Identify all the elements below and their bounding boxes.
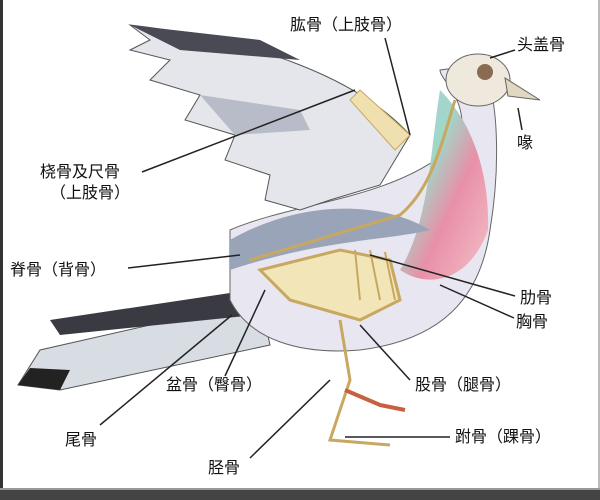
skeleton [249,99,457,447]
label-humerus: 肱骨（上肢骨） [290,15,403,34]
label-ribs: 肋骨 [520,288,553,307]
frame-border [0,0,3,500]
leader-sternum [439,284,515,319]
leader-tail [99,314,233,426]
label-femur: 股骨（腿骨） [415,375,512,394]
leader-lines [99,37,523,459]
leader-beak [517,107,523,131]
frame-border [598,0,600,500]
leader-pelvis [224,289,266,377]
label-tail: 尾骨 [65,430,98,449]
label-tarsus: 跗骨（踝骨） [455,427,552,446]
label-beak: 喙 [517,133,534,152]
label-radius-ulna: 桡骨及尺骨 [40,162,121,181]
leader-skull [489,49,516,59]
label-skull: 头盖骨 [517,35,566,54]
leader-ribs [369,254,516,297]
leader-tibia [249,379,331,459]
leader-femur [359,324,411,381]
leader-humerus [384,37,411,136]
wing [128,24,411,211]
label-tibia: 胫骨 [208,458,241,477]
label-sternum: 胸骨 [516,312,549,331]
leader-radius-ulna [141,89,356,173]
leader-spine [127,254,241,269]
tail-feathers [17,290,271,391]
label-pelvis: 盆骨（臀骨） [166,375,263,394]
frame-border [0,488,600,500]
label-radius-ulna-sub: （上肢骨） [50,183,131,202]
label-spine: 脊骨（背骨） [10,260,107,279]
head [445,53,541,107]
